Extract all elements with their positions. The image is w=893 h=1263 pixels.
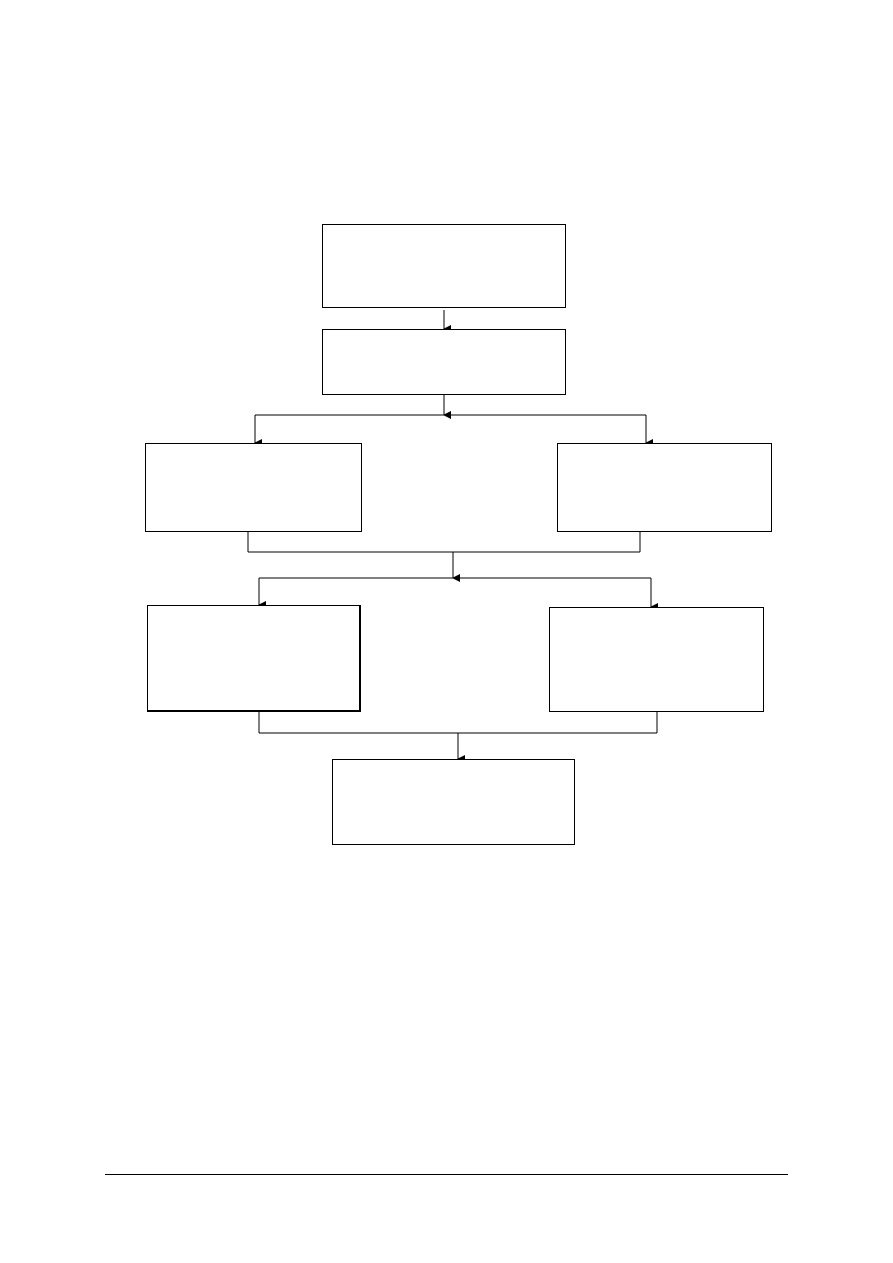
flowchart-box-1 [322, 224, 566, 308]
footer-divider [105, 1174, 788, 1175]
flowchart-box-4 [557, 443, 772, 532]
flowchart-box-5 [147, 605, 361, 712]
flowchart-box-7 [332, 759, 575, 845]
flowchart-box-6 [549, 607, 764, 712]
flowchart-box-3 [145, 443, 362, 532]
flowchart-box-2 [322, 329, 566, 395]
